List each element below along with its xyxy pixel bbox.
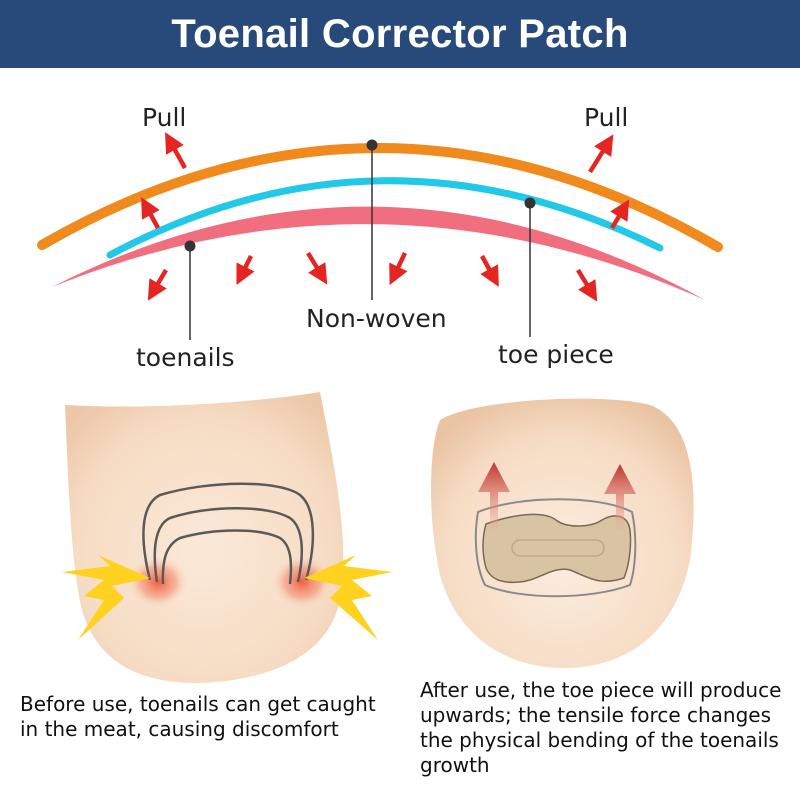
lift-arrow-after-left xyxy=(478,462,510,530)
non-woven-layer xyxy=(37,143,723,252)
push-arrow xyxy=(306,251,328,285)
after-caption: After use, the toe piece will produce up… xyxy=(420,678,782,777)
toenail-layer xyxy=(52,206,705,300)
after-illustration xyxy=(431,398,694,669)
toe-piece-layer xyxy=(106,177,664,259)
push-arrow xyxy=(576,268,598,302)
nail-outline-after xyxy=(474,498,637,598)
push-arrow xyxy=(147,268,168,301)
pain-bolt-right xyxy=(304,555,392,640)
pull-arrow-left xyxy=(165,132,187,170)
patch-inner-strip xyxy=(511,539,605,557)
inflammation-left xyxy=(128,556,188,608)
pain-bolt-left xyxy=(62,555,150,640)
push-arrow xyxy=(236,254,255,286)
page-title: Toenail Corrector Patch xyxy=(171,12,629,56)
toenails-label: toenails xyxy=(136,343,235,372)
lift-arrow-after-right xyxy=(604,464,636,530)
ingrown-nail-outline xyxy=(142,482,315,585)
inflammation-right xyxy=(272,556,332,608)
layer-diagram xyxy=(37,132,723,340)
push-arrow xyxy=(389,252,408,286)
header-banner: Toenail Corrector Patch xyxy=(0,0,800,68)
before-illustration xyxy=(62,392,392,684)
pull-arrow-right xyxy=(588,134,614,174)
pull-label-left: Pull xyxy=(142,103,187,132)
toe-piece-label: toe piece xyxy=(498,340,614,369)
lift-arrow-right xyxy=(610,199,630,230)
non-woven-label: Non-woven xyxy=(306,304,447,333)
before-caption: Before use, toenails can get caught in t… xyxy=(20,692,376,741)
push-arrow xyxy=(480,254,499,287)
non-woven-pointer-dot xyxy=(366,139,378,151)
lift-arrow-left xyxy=(141,197,160,230)
toe-piece-pointer-dot xyxy=(524,197,536,209)
corrector-patch xyxy=(482,513,632,584)
toenails-pointer-dot xyxy=(184,240,196,252)
pull-label-right: Pull xyxy=(584,103,629,132)
toe-skin-before xyxy=(65,392,344,684)
